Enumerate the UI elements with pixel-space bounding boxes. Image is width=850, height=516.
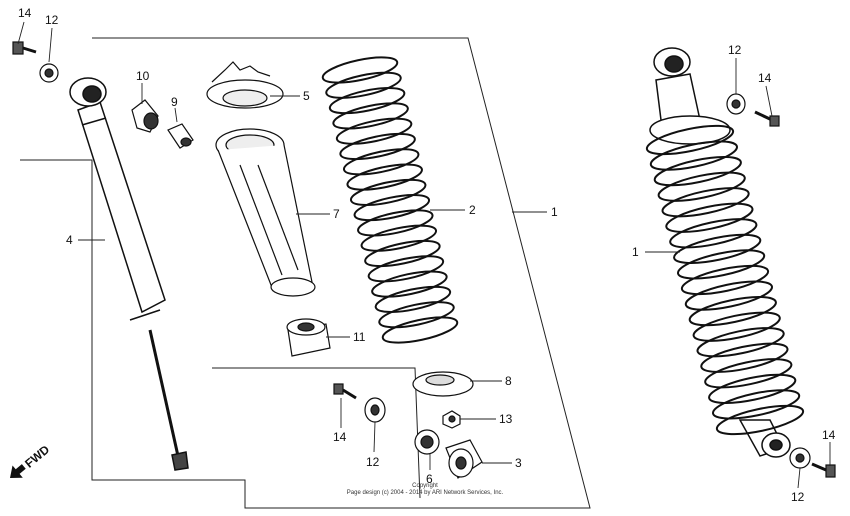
spring-coil-turn <box>374 285 452 313</box>
spring-coil-turn <box>339 132 416 161</box>
callout-4: 4 <box>66 233 73 247</box>
leader-lines <box>17 21 831 489</box>
spring-coil-turn <box>696 327 785 358</box>
callout-11: 11 <box>353 330 366 344</box>
fwd-arrow-icon: FWD <box>10 442 52 478</box>
spring-coil-turn <box>332 102 409 130</box>
callout-9: 9 <box>171 95 178 109</box>
spring-coil-turn <box>378 301 455 329</box>
stopper-plate <box>412 371 474 397</box>
assembled-coil-spring <box>645 124 805 436</box>
callout-5: 5 <box>303 89 310 103</box>
spring-coil-turn <box>665 202 754 233</box>
spring-coil-turn <box>357 209 434 237</box>
spring-coil-turn <box>349 178 427 206</box>
spring-coil-turn <box>335 117 413 145</box>
callout-8: 8 <box>505 374 512 388</box>
assembled-shock-absorber <box>649 47 791 458</box>
callout-7: 7 <box>333 207 340 221</box>
spring-coil-turn <box>367 255 445 283</box>
spring-coil-turn <box>700 342 789 373</box>
spring-coil-turn <box>371 270 448 298</box>
copyright-line-2: Page design (c) 2004 - 2014 by ARI Netwo… <box>347 490 504 496</box>
lower-eye-clevis <box>414 429 483 479</box>
callout-6: 6 <box>426 472 433 486</box>
callout-12-right-top: 12 <box>728 43 742 57</box>
callout-14-top: 14 <box>18 6 32 20</box>
spring-coil-turn <box>321 56 399 84</box>
spring-seat <box>206 61 284 109</box>
bolt-washer-right-top <box>726 93 780 127</box>
spring-coil-turn <box>704 358 793 389</box>
callout-14-bottom: 14 <box>333 430 347 444</box>
guide-sleeve <box>215 128 316 297</box>
spring-coil-turn <box>360 224 438 252</box>
bolt-washer-lower <box>333 383 386 423</box>
spring-coil-turn <box>346 163 423 191</box>
callout-14-right-bottom: 14 <box>822 428 836 442</box>
spring-coil-turn <box>661 187 750 218</box>
callout-3: 3 <box>515 456 522 470</box>
spring-coil-turn <box>673 233 762 265</box>
spring-coil-turn <box>684 280 773 311</box>
spring-coil-turn <box>677 249 766 280</box>
callout-2: 2 <box>469 203 476 217</box>
callout-13: 13 <box>499 412 513 426</box>
spring-coil-turn <box>342 148 420 176</box>
spring-coil-turn <box>688 295 777 327</box>
bolt-washer-right-bottom <box>789 447 836 478</box>
callout-12-right-bottom: 12 <box>791 490 805 504</box>
callout-14-right-top: 14 <box>758 71 772 85</box>
nut <box>442 410 461 429</box>
bump-stop <box>286 318 331 357</box>
fwd-label: FWD <box>22 442 52 471</box>
spring-coil-turn <box>325 71 402 99</box>
copyright-line-1: Copyright <box>412 483 438 489</box>
panel-outline <box>20 37 591 509</box>
spring-coil-turn <box>657 171 746 202</box>
coil-spring <box>321 56 459 344</box>
spring-coil-turn <box>692 311 781 342</box>
callout-10: 10 <box>136 69 150 83</box>
callout-12-top: 12 <box>45 13 59 27</box>
spring-coil-turn <box>649 140 738 171</box>
callout-12-bottom: 12 <box>366 455 380 469</box>
spring-coil-turn <box>680 264 770 296</box>
spring-coil-turn <box>645 124 735 156</box>
spring-coil-turn <box>653 155 742 187</box>
spring-coil-turn <box>715 404 805 436</box>
callout-labels: 14 12 10 9 5 4 7 2 1 11 8 13 3 6 14 12 1… <box>18 6 836 504</box>
collar-and-bushing <box>131 99 194 149</box>
spring-coil-turn <box>708 373 797 405</box>
spring-coil-turn <box>712 389 801 420</box>
damper-body <box>69 77 189 471</box>
callout-1-mid: 1 <box>551 205 558 219</box>
bolt-washer-top-left <box>12 41 59 83</box>
spring-coil-turn <box>364 239 441 268</box>
spring-coil-turn <box>669 218 758 249</box>
spring-coil-turn <box>381 316 459 344</box>
callout-1-right: 1 <box>632 245 639 259</box>
spring-coil-turn <box>353 194 431 222</box>
spring-coil-turn <box>328 87 406 115</box>
